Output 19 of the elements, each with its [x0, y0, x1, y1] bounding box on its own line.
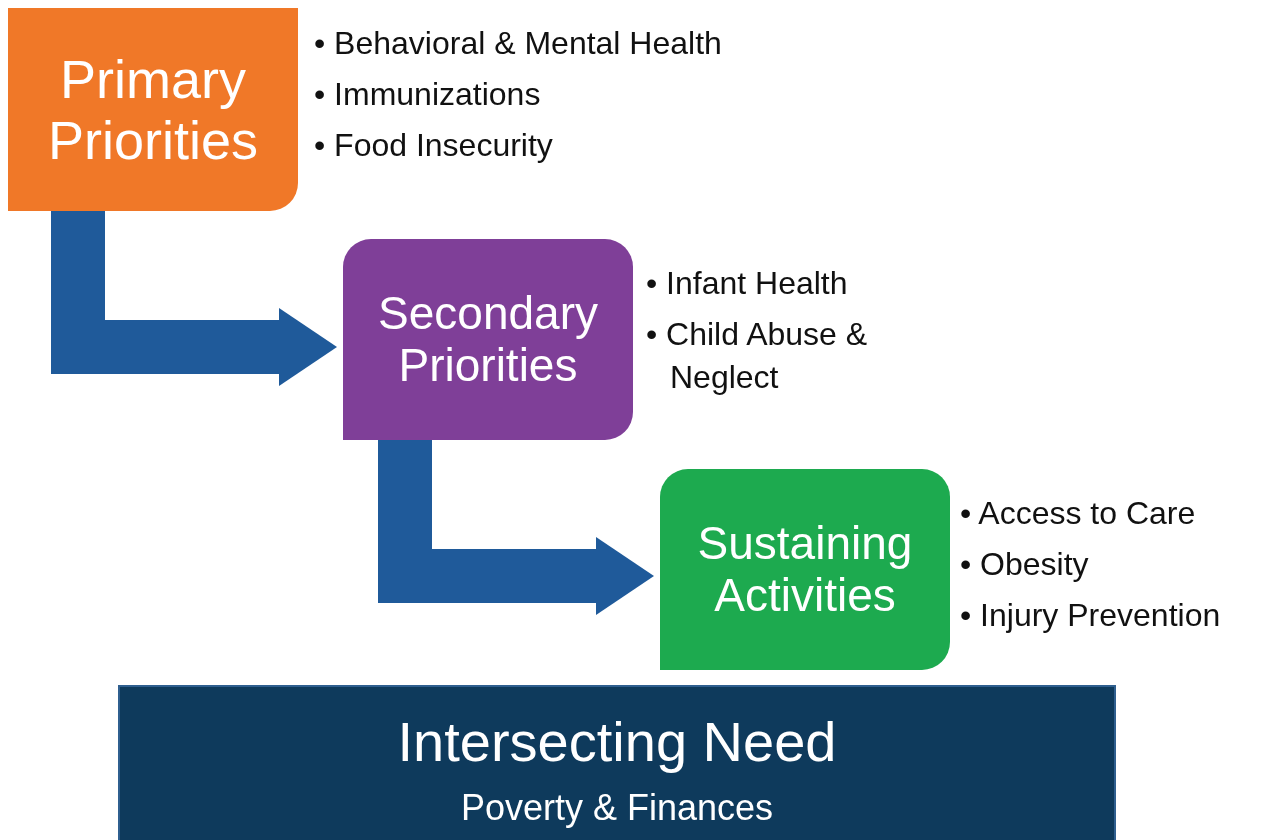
box-subtitle: Poverty & Finances	[460, 787, 774, 830]
bullet-item: • Immunizations	[314, 75, 542, 115]
bent-arrow	[51, 211, 337, 386]
bullet-item: • Access to Care	[960, 494, 1197, 533]
bullet-item: • Behavioral & Mental Health	[314, 24, 723, 63]
box-title: Primary Priorities	[46, 49, 259, 170]
bullet-item: • Infant Health	[646, 264, 849, 303]
box-title: Intersecting Need	[397, 710, 837, 774]
priority-box	[660, 469, 950, 670]
base-banner	[118, 685, 1116, 840]
priority-box	[343, 239, 633, 440]
box-title: Secondary Priorities	[377, 288, 599, 391]
box-title: Sustaining Activities	[696, 518, 914, 621]
priority-box	[8, 8, 298, 211]
bullet-item: • Child Abuse & Neglect	[646, 315, 869, 398]
bent-arrow	[378, 440, 654, 615]
bullet-item: • Injury Prevention	[960, 596, 1222, 636]
bullet-item: • Obesity	[960, 545, 1090, 585]
bullet-item: • Food Insecurity	[314, 126, 554, 166]
